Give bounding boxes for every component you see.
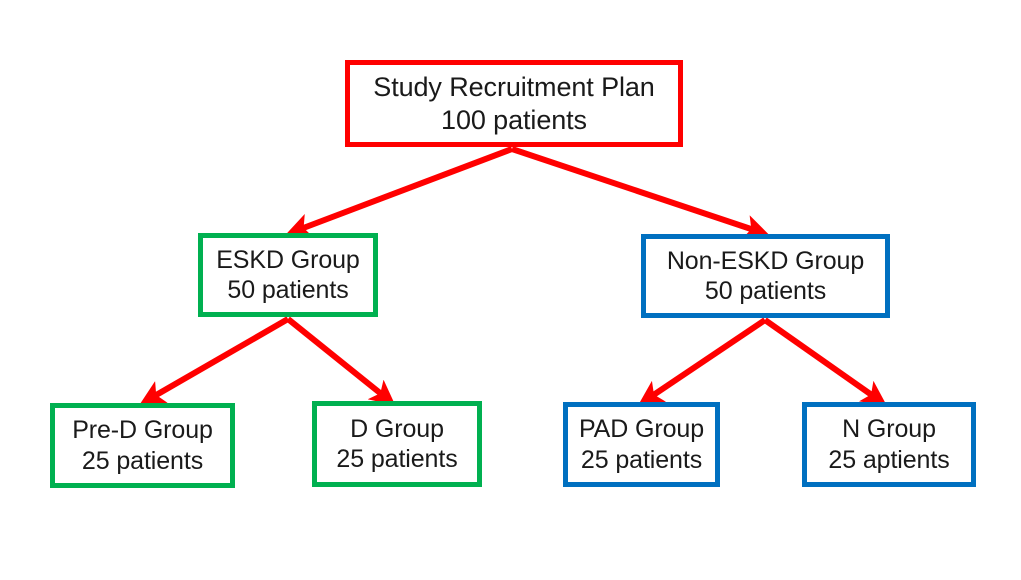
node-study-recruitment-plan: Study Recruitment Plan 100 patients [345, 60, 683, 147]
edge-root-to-eskd [285, 146, 514, 238]
node-count: 50 patients [704, 277, 827, 305]
node-title: PAD Group [578, 415, 705, 443]
node-title: Non-ESKD Group [666, 246, 865, 275]
node-pre-d-group: Pre-D Group 25 patients [50, 403, 235, 488]
node-d-group: D Group 25 patients [312, 401, 482, 487]
edge-eskd-to-pre-d [139, 316, 290, 405]
node-title: ESKD Group [216, 245, 360, 274]
node-title: D Group [350, 414, 444, 443]
node-count: 25 patients [336, 445, 458, 473]
edge-eskd-to-d [286, 316, 396, 406]
edge-non-eskd-to-n [763, 317, 887, 406]
node-count: 100 patients [441, 104, 587, 135]
edge-non-eskd-to-pad [638, 317, 767, 406]
node-count: 25 patients [81, 446, 204, 475]
edge-root-to-non-eskd [511, 146, 770, 240]
node-title: N Group [842, 415, 936, 443]
node-count: 25 patients [580, 445, 703, 474]
node-non-eskd-group: Non-ESKD Group 50 patients [641, 234, 890, 318]
node-count: 25 aptients [828, 445, 950, 474]
node-n-group: N Group 25 aptients [802, 402, 976, 487]
node-title: Pre-D Group [72, 416, 213, 444]
node-title: Study Recruitment Plan [373, 71, 655, 102]
node-count: 50 patients [227, 276, 349, 304]
node-eskd-group: ESKD Group 50 patients [198, 233, 378, 317]
node-pad-group: PAD Group 25 patients [563, 402, 720, 487]
